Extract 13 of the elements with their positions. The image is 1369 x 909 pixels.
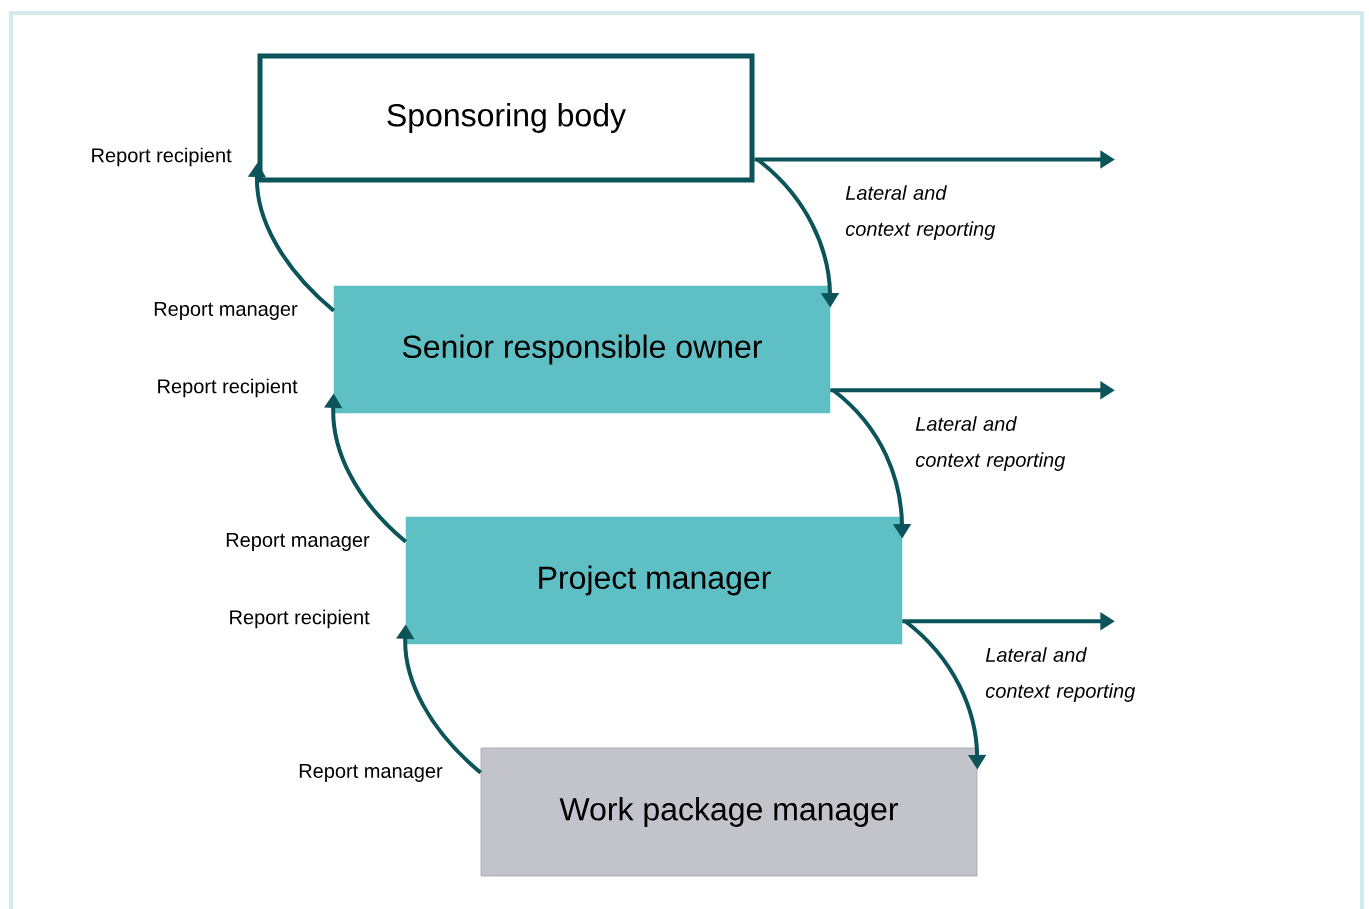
role-label: Report recipient <box>158 378 298 398</box>
role-label: Report recipient <box>92 147 232 167</box>
role-label: Report manager <box>154 302 298 320</box>
role-label: Report manager <box>299 764 443 782</box>
role-box: Project manager <box>405 516 903 645</box>
role-box: Work package manager <box>480 747 978 877</box>
role-box: Senior responsible owner <box>333 285 831 414</box>
edge-label: Lateral and context reporting <box>915 416 1066 471</box>
edge-label: Lateral and context reporting <box>845 185 996 240</box>
role-box: Sponsoring body <box>257 53 755 183</box>
edge-label: Lateral and context reporting <box>985 647 1136 702</box>
role-label: Report recipient <box>230 609 370 629</box>
role-label: Report manager <box>226 533 370 551</box>
